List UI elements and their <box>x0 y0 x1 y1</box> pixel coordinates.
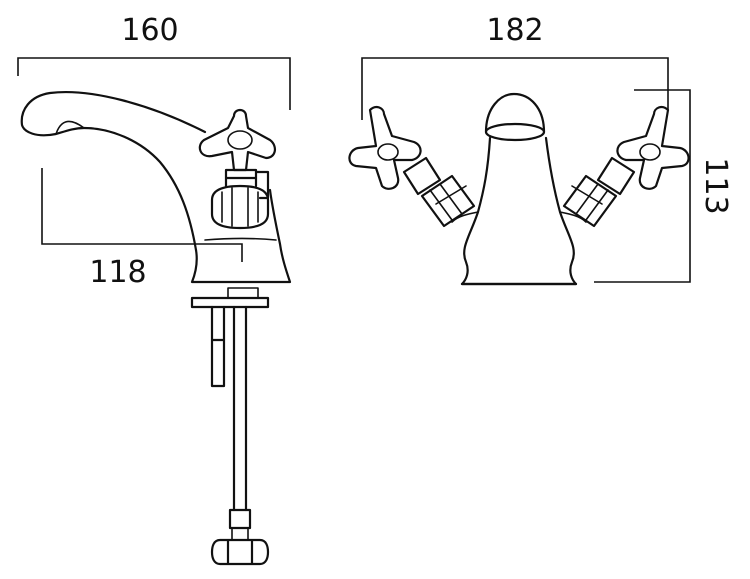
dim-label-113: 113 <box>698 157 733 214</box>
fixing-bolt <box>210 305 226 388</box>
body-outline <box>190 188 292 284</box>
dim-label-118: 118 <box>89 255 146 290</box>
body-inner-line <box>204 237 277 241</box>
left-cross-handle <box>348 105 422 190</box>
spout-tip-shade <box>55 120 85 135</box>
pipe-nut-neck <box>231 527 249 541</box>
dim-line-182 <box>361 57 669 120</box>
front-body <box>460 136 578 286</box>
pipe-connector <box>228 508 252 530</box>
pipe-nut <box>210 538 270 566</box>
valve-stem <box>224 168 258 188</box>
left-handle-hub <box>377 143 399 161</box>
right-handle-hub <box>639 143 661 161</box>
handle-hub <box>227 130 253 150</box>
front-view: 182 113 <box>348 13 733 286</box>
right-cross-handle <box>616 105 690 190</box>
spout-dome <box>484 92 546 134</box>
valve-collar <box>210 184 270 230</box>
dim-line-118 <box>41 168 243 262</box>
right-valve <box>562 105 690 228</box>
dim-line-113 <box>594 89 691 283</box>
dim-label-160: 160 <box>121 13 178 48</box>
supply-pipe <box>232 305 248 512</box>
right-valve-hex <box>562 174 618 228</box>
base-washer <box>227 287 259 299</box>
side-view: 160 118 <box>17 13 292 566</box>
left-valve-stem <box>402 156 442 196</box>
valve-collar-hex <box>221 187 259 227</box>
dim-line-160 <box>17 57 291 110</box>
dim-label-182: 182 <box>486 13 543 48</box>
right-valve-stem <box>596 156 636 196</box>
base-plate <box>190 296 270 309</box>
spout-outlet <box>484 122 546 142</box>
left-valve-hex-lines <box>429 183 467 221</box>
left-valve <box>348 105 476 228</box>
cross-handle-side <box>198 108 276 172</box>
lever-stub <box>254 170 270 200</box>
spout-outline <box>20 91 207 252</box>
left-valve-hex <box>420 174 476 228</box>
right-valve-hex-lines <box>571 183 609 221</box>
